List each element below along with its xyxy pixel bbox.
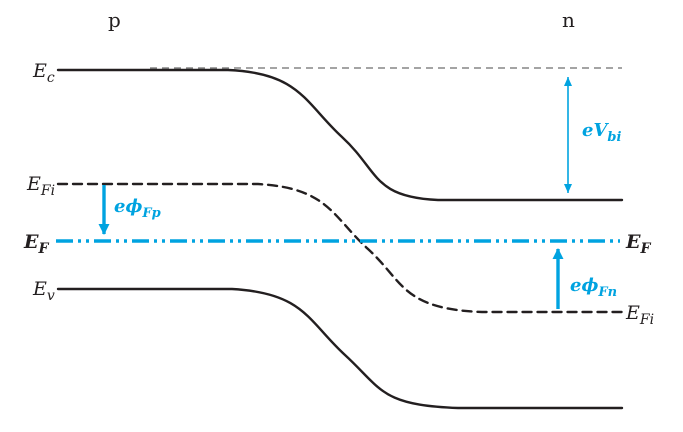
label-efi-right: EFi	[625, 302, 654, 328]
label-ef-right: EF	[625, 231, 651, 257]
label-phi-fn: eϕFn	[570, 275, 617, 300]
label-ev: Ev	[32, 278, 55, 304]
label-n-region: n	[562, 8, 575, 32]
label-p-region: p	[108, 8, 121, 32]
valence-band-curve	[56, 287, 624, 410]
label-efi-left: EFi	[26, 173, 55, 199]
intrinsic-fermi-curve	[56, 182, 624, 314]
label-phi-fp: eϕFp	[114, 196, 161, 221]
label-evbi: eVbi	[582, 120, 622, 145]
conduction-band-curve	[56, 68, 624, 202]
label-ec: Ec	[32, 60, 55, 86]
label-ef-left: EF	[23, 231, 49, 257]
